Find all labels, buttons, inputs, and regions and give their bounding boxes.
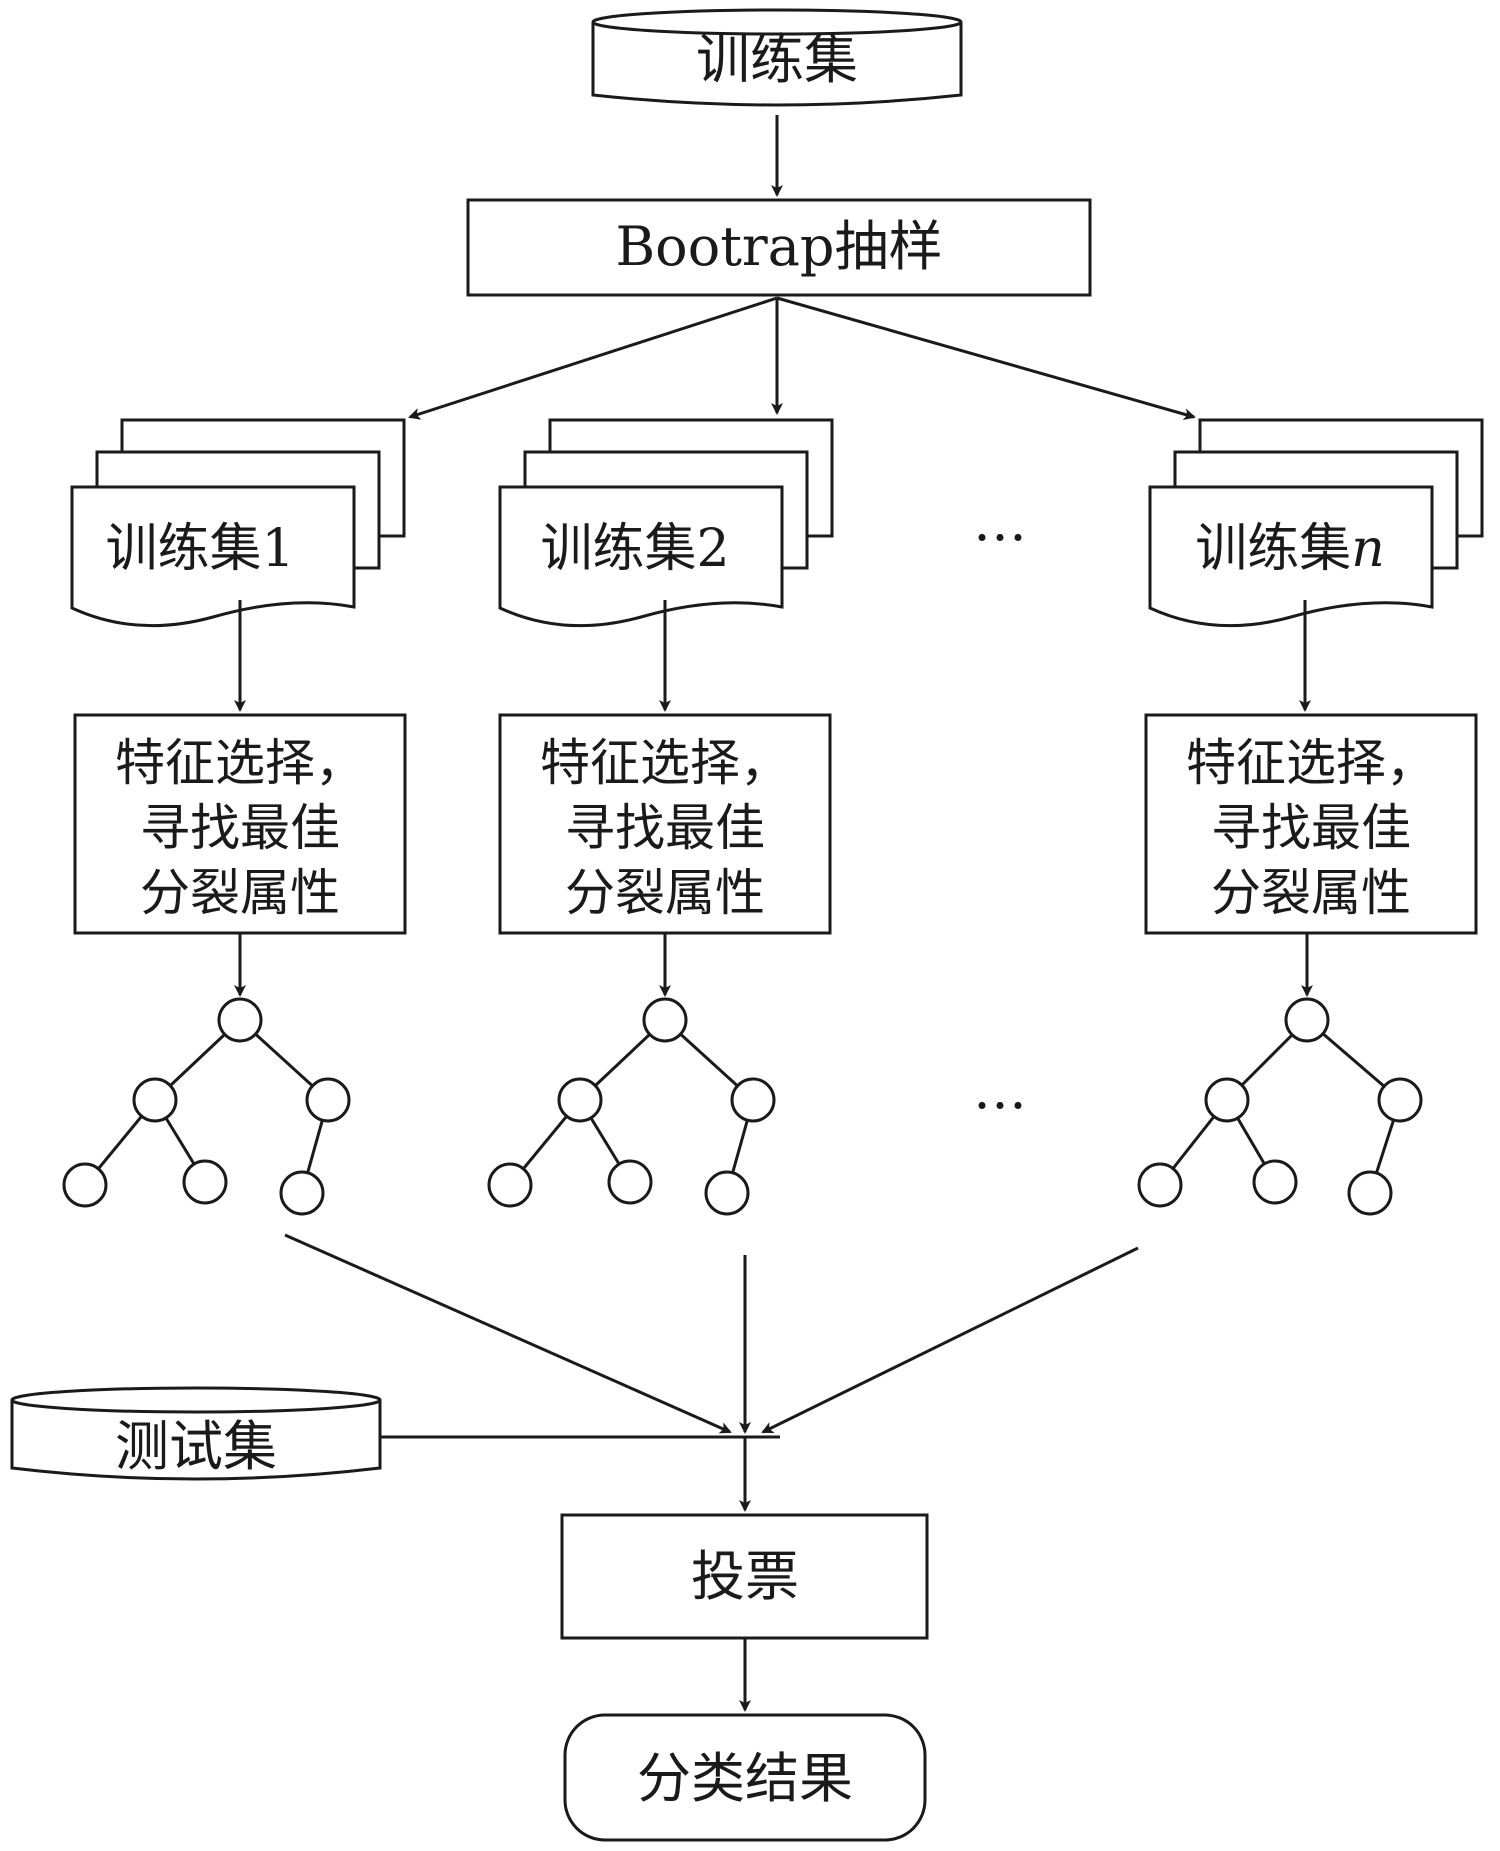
bootstrap-label: Bootrap抽样 — [616, 215, 943, 278]
feature-line-3: 分裂属性 — [565, 864, 765, 922]
arrow-bootstrap-to-subset-n — [776, 296, 1196, 421]
training-set-database: 训练集 — [591, 8, 963, 107]
tree-leaf — [182, 1159, 228, 1205]
arrow-tree-n-to-vote — [761, 1246, 1139, 1434]
tree-node — [1377, 1077, 1423, 1123]
feature-line-1: 特征选择， — [540, 734, 790, 792]
result-label: 分类结果 — [637, 1747, 853, 1810]
test-set-database: 测试集 — [10, 1386, 382, 1481]
decision-tree-n — [1137, 997, 1423, 1216]
feature-line-2: 寻找最佳 — [565, 799, 765, 857]
tree-leaf — [1137, 1162, 1183, 1208]
training-set-label: 训练集 — [696, 28, 858, 91]
feature-line-2: 寻找最佳 — [1211, 799, 1411, 857]
tree-node-root — [217, 997, 263, 1043]
feature-line-1: 特征选择， — [115, 734, 365, 792]
training-subset-n-label: 训练集n — [1195, 519, 1385, 579]
feature-selection-box-1: 特征选择， 寻找最佳 分裂属性 — [73, 713, 407, 935]
tree-node — [132, 1077, 178, 1123]
feature-line-1: 特征选择， — [1186, 734, 1436, 792]
tree-node — [730, 1077, 776, 1123]
tree-leaf — [1347, 1170, 1393, 1216]
feature-selection-box-n: 特征选择， 寻找最佳 分裂属性 — [1144, 713, 1478, 935]
arrow-tree-1-to-vote — [284, 1233, 732, 1434]
ellipsis-trees: … — [973, 1058, 1027, 1121]
tree-leaf — [704, 1170, 750, 1216]
bootstrap-box: Bootrap抽样 — [466, 198, 1092, 297]
tree-leaf — [62, 1162, 108, 1208]
tree-leaf — [607, 1159, 653, 1205]
tree-node-root — [642, 997, 688, 1043]
ellipsis-subsets: … — [973, 490, 1027, 553]
tree-leaf — [487, 1162, 533, 1208]
classification-result-box: 分类结果 — [563, 1713, 927, 1842]
vote-box: 投票 — [560, 1513, 929, 1640]
test-set-label: 测试集 — [115, 1415, 277, 1478]
decision-tree-1 — [62, 997, 351, 1216]
tree-leaf — [1252, 1159, 1298, 1205]
tree-node — [1204, 1077, 1250, 1123]
feature-line-2: 寻找最佳 — [140, 799, 340, 857]
training-subset-1: 训练集1 — [70, 418, 406, 628]
tree-leaf — [279, 1170, 325, 1216]
tree-node — [305, 1077, 351, 1123]
training-subset-1-label: 训练集1 — [105, 519, 294, 579]
tree-node-root — [1284, 997, 1330, 1043]
feature-line-3: 分裂属性 — [1211, 864, 1411, 922]
feature-selection-box-2: 特征选择， 寻找最佳 分裂属性 — [498, 713, 832, 935]
feature-line-3: 分裂属性 — [140, 864, 340, 922]
arrow-bootstrap-to-subset-1 — [408, 296, 778, 420]
vote-label: 投票 — [691, 1545, 799, 1608]
training-subset-2: 训练集2 — [498, 418, 834, 628]
training-subset-n: 训练集n — [1148, 418, 1484, 628]
tree-node — [557, 1077, 603, 1123]
decision-tree-2 — [487, 997, 776, 1216]
training-subset-2-label: 训练集2 — [540, 519, 729, 579]
